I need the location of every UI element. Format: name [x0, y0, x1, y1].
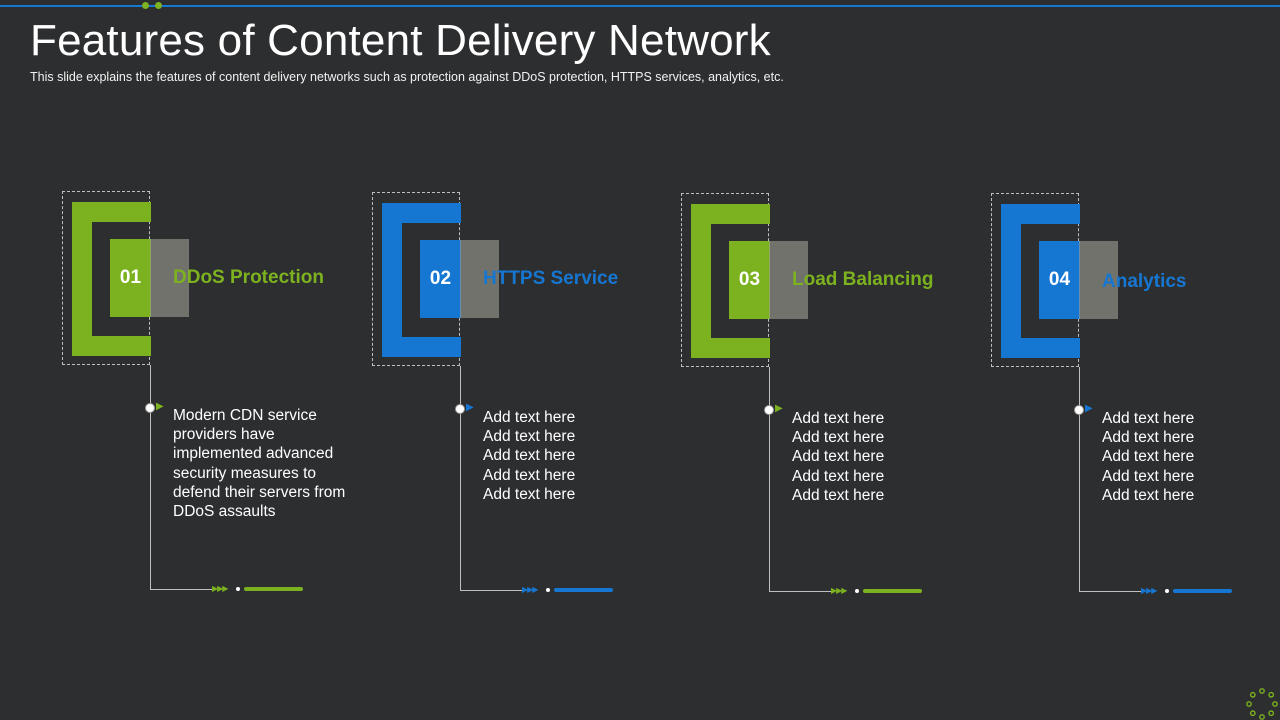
overlay-square [460, 240, 499, 318]
top-accent-dot [155, 2, 162, 9]
overlay-square [1079, 241, 1118, 319]
play-icon: ▶ [1085, 403, 1093, 414]
play-icon: ▶ [775, 403, 783, 414]
feature-card-ddos-protection: 01 DDoS Protection ▶ ▶▶▶ Modern CDN serv… [62, 191, 362, 611]
connector-horizontal [150, 589, 212, 590]
description-line: Add text here [792, 429, 885, 447]
connector-horizontal [460, 590, 522, 591]
top-accent-line [0, 5, 1280, 7]
description-line: defend their servers from [173, 483, 346, 501]
feature-number: 04 [1039, 241, 1080, 319]
description-line: implemented advanced [173, 445, 334, 463]
end-bar [863, 589, 922, 593]
connector-node [145, 403, 155, 413]
end-dot [855, 589, 859, 593]
bracket-shape [691, 204, 770, 358]
description-line: Add text here [792, 486, 885, 504]
end-bar [244, 587, 303, 591]
description-line: Add text here [1102, 448, 1195, 466]
description-line: providers have [173, 426, 275, 444]
slide-title: Features of Content Delivery Network [30, 16, 771, 65]
bracket-shape [72, 202, 151, 356]
feature-title: Load Balancing [792, 269, 934, 290]
description-line: Add text here [483, 485, 576, 503]
dotted-circle-logo-icon [1246, 688, 1278, 720]
triple-arrow-icon: ▶▶▶ [522, 585, 539, 594]
overlay-square [769, 241, 808, 319]
end-bar [554, 588, 613, 592]
slide-subtitle: This slide explains the features of cont… [30, 70, 784, 84]
triple-arrow-icon: ▶▶▶ [212, 584, 229, 593]
feature-title: HTTPS Service [483, 268, 619, 289]
description-line: Add text here [792, 467, 885, 485]
description-line: Add text here [792, 410, 885, 427]
connector-vertical [1079, 367, 1080, 592]
end-dot [236, 587, 240, 591]
description-line: Add text here [1102, 486, 1195, 504]
connector-node [455, 404, 465, 414]
description-line: Add text here [1102, 429, 1195, 447]
end-dot [546, 588, 550, 592]
triple-arrow-icon: ▶▶▶ [831, 586, 848, 595]
feature-number: 02 [420, 240, 461, 318]
description-line: Modern CDN service [173, 407, 317, 424]
connector-horizontal [769, 591, 831, 592]
description-line: Add text here [1102, 467, 1195, 485]
overlay-square [150, 239, 189, 317]
description-line: DDoS assaults [173, 503, 276, 521]
end-bar [1173, 589, 1232, 593]
end-dot [1165, 589, 1169, 593]
description-line: Add text here [483, 428, 576, 446]
bracket-shape [1001, 204, 1080, 358]
play-icon: ▶ [466, 402, 474, 413]
description-line: Add text here [1102, 410, 1195, 427]
bracket-shape [382, 203, 461, 357]
connector-node [764, 405, 774, 415]
triple-arrow-icon: ▶▶▶ [1141, 586, 1158, 595]
play-icon: ▶ [156, 401, 164, 412]
description-line: Add text here [483, 466, 576, 484]
description-line: security measures to [173, 464, 316, 482]
connector-vertical [460, 366, 461, 591]
description-line: Add text here [483, 447, 576, 465]
feature-title: Analytics [1102, 271, 1187, 292]
description-line: Add text here [792, 448, 885, 466]
feature-number: 01 [110, 239, 151, 317]
top-accent-dot [142, 2, 149, 9]
connector-vertical [769, 367, 770, 592]
connector-horizontal [1079, 591, 1141, 592]
feature-number: 03 [729, 241, 770, 319]
connector-node [1074, 405, 1084, 415]
description-line: Add text here [483, 409, 576, 426]
connector-vertical [150, 365, 151, 590]
feature-title: DDoS Protection [173, 267, 324, 288]
